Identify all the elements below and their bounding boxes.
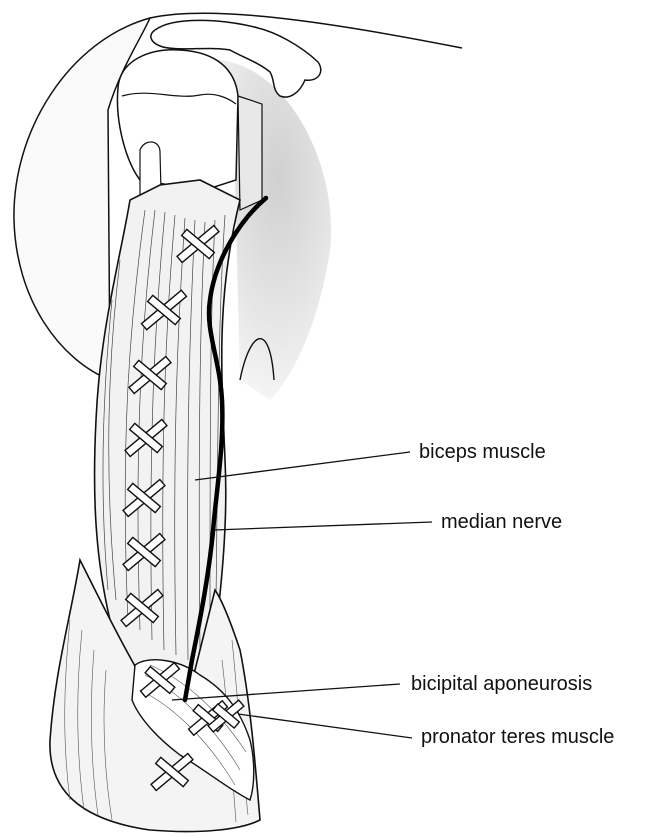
humeral-head	[117, 50, 238, 190]
label-median-nerve: median nerve	[441, 512, 562, 532]
leader-biceps	[195, 452, 410, 480]
shaft-shadow	[238, 96, 262, 210]
label-pronator-teres-muscle: pronator teres muscle	[421, 727, 614, 747]
label-bicipital-aponeurosis: bicipital aponeurosis	[411, 674, 592, 694]
label-biceps-muscle: biceps muscle	[419, 442, 546, 462]
leader-pronator	[238, 714, 412, 738]
leader-median	[214, 522, 432, 530]
